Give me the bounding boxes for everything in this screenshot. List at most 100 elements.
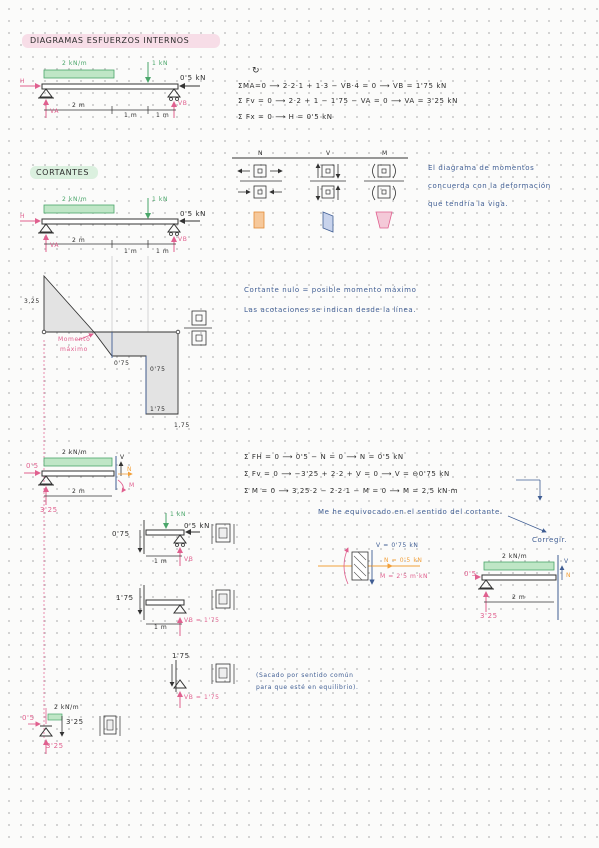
corrected-v-label: V = 0'75 kN — [376, 542, 419, 549]
segment-d-shear: 3'25 — [66, 718, 84, 726]
equation-2: Σ Fv = 0 ⟶ 2·2 + 1 − 1'75 − VA = 0 ⟶ VA … — [238, 97, 458, 105]
shear-note-1: Cortante nulo = posible momento máximo — [244, 286, 417, 294]
segment-c-note-1: (Sacado por sentido común — [256, 672, 354, 679]
section-equation-2: Σ Fv = 0 ⟶ −3'25 + 2·2 + V = 0 ⟶ V = ⊖0'… — [244, 470, 450, 478]
beam1-load-label: 2 kN/m — [62, 60, 88, 67]
beam2-h-label: H — [20, 213, 26, 220]
corrected-beam-axial: 0'5 — [464, 570, 477, 578]
correct-label: Corregir. — [532, 536, 568, 544]
equation-3: Σ Fx = 0 ⟶ H = 0'5 kN — [238, 113, 333, 121]
deformation-note-1: El diagrama de momentos — [428, 164, 535, 172]
beam2-axial-label: 0'5 kN — [180, 210, 206, 218]
beam2-dim-mid: 1 m — [124, 248, 138, 255]
segment-a-point-load: 1 kN — [170, 511, 187, 518]
shear-value-left: 3,25 — [24, 298, 40, 305]
deformation-note-2: concuerda con la deformación — [428, 182, 551, 190]
corrected-beam-n: N — [566, 572, 572, 579]
equation-1: ΣMA=0 ⟶ 2·2·1 + 1·3 − VB·4 = 0 ⟶ VB = 1'… — [238, 82, 447, 90]
corrected-beam — [475, 555, 565, 620]
beam1-h-label: H — [20, 78, 26, 85]
beam-2-diagram — [20, 198, 200, 252]
beam-body — [41, 218, 179, 225]
beam1-dim-right: 1 m — [156, 112, 170, 119]
section-equation-1: Σ FH = 0 ⟶ 0'5 − N = 0 ⟶ N = 0'5 kN — [244, 453, 404, 461]
segment-a-shear: 0'75 — [112, 530, 130, 538]
beam1-va-label: VA — [50, 108, 60, 115]
deformed-m-icon — [375, 211, 393, 229]
beam1-axial-label: 0'5 kN — [180, 74, 206, 82]
segment-b-dim: 1 m — [154, 624, 168, 631]
beam2-va-label: VA — [50, 242, 60, 249]
sign-m-header: M — [382, 150, 388, 157]
shear-value-right: 1'75 — [150, 406, 166, 413]
shear-value-mid: 0'75 — [114, 360, 130, 367]
beam-body — [41, 83, 179, 90]
section1-dim-label: 2 m — [72, 488, 86, 495]
beam2-dim-left: 2 m — [72, 237, 86, 244]
distributed-load-bar — [43, 69, 115, 79]
title-highlight — [22, 34, 220, 48]
max-moment-label-1: Momento — [58, 336, 91, 343]
beam2-vb-label: VB — [178, 236, 188, 243]
segment-b-shear: 1'75 — [116, 594, 134, 602]
section1-v-label: V — [120, 454, 125, 461]
corrected-beam-dim: 2 m — [512, 594, 526, 601]
segment-d-diagram — [28, 708, 121, 754]
moment-icon: ↻ — [252, 66, 261, 76]
shear-diagram — [41, 256, 212, 415]
segment-c-note-2: para que esté en equilibrio). — [256, 684, 359, 691]
sign-convention-table — [232, 157, 408, 233]
corrected-element — [318, 547, 420, 585]
corrected-beam-load: 2 kN/m — [502, 553, 528, 560]
corrected-m-label: M = 2'5 m·kN — [380, 573, 429, 580]
shear-positive-area — [43, 274, 96, 333]
beam1-dim-mid: 1 m — [124, 112, 138, 119]
section1-n-label: N — [127, 466, 133, 473]
section-title-cortantes: CORTANTES — [36, 168, 90, 177]
section1-axial-label: 0'5 — [26, 462, 39, 470]
section1-load-label: 2 kN/m — [62, 449, 88, 456]
beam1-point-load-label: 1 kN — [152, 60, 169, 67]
section-1-diagram — [24, 340, 133, 740]
corrected-beam-reaction: 3'25 — [480, 612, 498, 620]
deformed-v-icon — [322, 211, 334, 233]
segment-a-axial: 0'5 kN — [184, 522, 210, 530]
beam1-dim-left: 2 m — [72, 102, 86, 109]
segment-c-diagram — [169, 660, 235, 708]
beam1-vb-label: VB — [178, 100, 188, 107]
segment-d-reaction: 3'25 — [46, 742, 64, 750]
max-moment-pointer — [77, 333, 94, 341]
cortantes-highlight — [30, 166, 98, 179]
sign-n-header: N — [258, 150, 264, 157]
beam2-point-load-label: 1 kN — [152, 196, 169, 203]
support-a — [39, 88, 53, 98]
sign-v-header: V — [326, 150, 331, 157]
deformation-note-3: que tendría la viga. — [428, 200, 509, 208]
shear-value-mid-2: 0'75 — [150, 366, 166, 373]
segment-d-load: 2 kN/m — [54, 704, 80, 711]
beam2-dim-right: 1 m — [156, 248, 170, 255]
distributed-load-bar — [43, 204, 115, 214]
section1-reaction-label: 3'25 — [40, 506, 58, 514]
mistake-note: Me he equivocado en el sentido del corta… — [318, 508, 503, 516]
corrected-beam-v: V — [564, 558, 569, 565]
segment-c-vb: VB = 1'75 — [184, 694, 220, 701]
deformed-n-icon — [253, 211, 265, 229]
segment-c-shear: 1'75 — [172, 652, 190, 660]
segment-b-vb: VB = 1'75 — [184, 617, 220, 624]
segment-a-dim: 1 m — [154, 558, 168, 565]
page-title: DIAGRAMAS ESFUERZOS INTERNOS — [30, 36, 190, 45]
shear-note-2: Las acotaciones se indican desde la líne… — [244, 306, 417, 314]
segment-b-diagram — [137, 585, 235, 636]
support-b — [167, 88, 181, 98]
segment-a-vb: VB — [184, 556, 194, 563]
corrected-n-label: N = 0'5 kN — [384, 557, 423, 564]
segment-a-diagram — [137, 513, 235, 566]
beam2-load-label: 2 kN/m — [62, 196, 88, 203]
section-equation-3: Σ M = 0 ⟶ 3,25·2 − 2·2·1 − M = 0 ⟶ M = 2… — [244, 487, 459, 495]
shear-negative-area — [93, 331, 179, 415]
section1-m-label: M — [129, 482, 135, 489]
beam-1-diagram — [20, 62, 200, 118]
max-moment-label-2: máximo — [60, 346, 88, 353]
